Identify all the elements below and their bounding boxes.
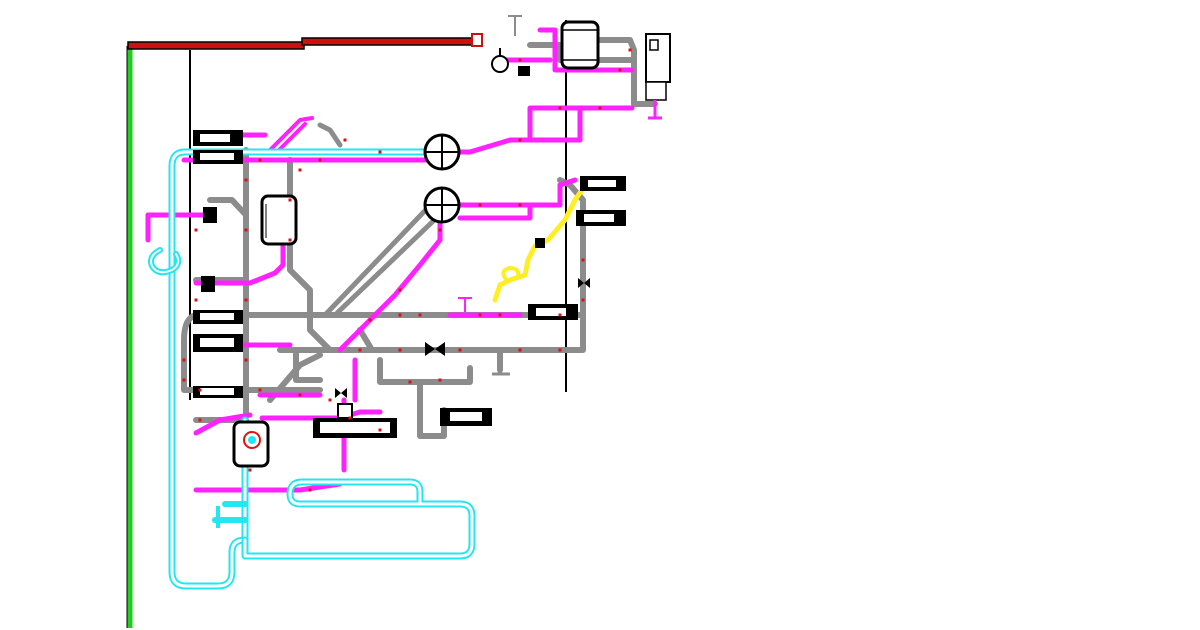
connection-marker <box>398 313 402 317</box>
cold-loop-cyan <box>148 148 476 590</box>
connection-marker <box>328 398 332 402</box>
connection-marker <box>438 378 442 382</box>
boundary-lines <box>126 20 567 628</box>
connection-marker <box>358 348 362 352</box>
connection-marker <box>458 348 462 352</box>
connection-marker <box>581 258 585 262</box>
connection-marker <box>288 198 292 202</box>
connection-marker <box>558 313 562 317</box>
main-header-line <box>127 33 483 50</box>
connection-marker <box>518 138 522 142</box>
connection-marker <box>258 158 262 162</box>
tag-box-icon <box>313 418 397 438</box>
equipment <box>201 15 671 528</box>
tag-box-icon <box>528 304 578 320</box>
header-end-cap <box>471 33 483 47</box>
connection-marker <box>598 106 602 110</box>
connection-marker <box>244 298 248 302</box>
service-lines-gray <box>181 37 658 439</box>
connection-marker <box>298 393 302 397</box>
tag-box-icon <box>193 334 243 352</box>
pump-icon <box>423 186 461 224</box>
filter-icon <box>203 207 217 223</box>
connection-marker <box>318 158 322 162</box>
connection-marker <box>498 313 502 317</box>
connection-marker <box>558 348 562 352</box>
tank-icon <box>645 33 671 120</box>
connection-marker <box>518 58 522 62</box>
connection-marker <box>308 488 312 492</box>
valve-icon <box>216 278 590 528</box>
connection-marker <box>182 378 186 382</box>
connection-marker <box>518 203 522 207</box>
connection-marker <box>248 468 252 472</box>
tag-box-icon <box>440 408 492 426</box>
pump-icon <box>232 420 270 468</box>
tag-box-icon <box>193 386 243 398</box>
valve-icon <box>491 15 530 76</box>
filter-icon <box>201 276 215 292</box>
connection-marker <box>618 68 622 72</box>
vessel-icon <box>560 20 600 70</box>
connection-marker <box>368 318 372 322</box>
connection-marker <box>478 313 482 317</box>
connection-marker <box>288 238 292 242</box>
connection-marker <box>244 358 248 362</box>
vessel-icon <box>260 194 298 246</box>
connection-marker <box>398 348 402 352</box>
connection-marker <box>408 380 412 384</box>
connection-marker <box>194 228 198 232</box>
connection-marker <box>628 48 632 52</box>
tag-box-icon <box>576 210 626 226</box>
connection-marker <box>438 228 442 232</box>
connection-marker <box>244 178 248 182</box>
connection-marker <box>298 168 302 172</box>
connection-marker <box>518 348 522 352</box>
tag-boxes <box>193 130 626 438</box>
connection-marker <box>198 418 202 422</box>
connection-marker <box>343 138 347 142</box>
connection-marker <box>478 203 482 207</box>
connection-marker <box>194 298 198 302</box>
connection-marker <box>378 428 382 432</box>
tag-box-icon <box>193 150 243 164</box>
signal-line-yellow <box>492 187 585 303</box>
connection-marker <box>418 313 422 317</box>
tag-box-icon <box>580 176 626 191</box>
connection-marker <box>558 106 562 110</box>
connection-marker <box>581 298 585 302</box>
connection-marker <box>182 358 186 362</box>
connection-marker <box>244 228 248 232</box>
connection-marker <box>348 416 352 420</box>
connection-marker <box>378 150 382 154</box>
filter-icon <box>535 238 545 248</box>
connection-marker <box>398 288 402 292</box>
vessel-icon <box>337 403 353 419</box>
connection-marker <box>258 388 262 392</box>
tag-box-icon <box>193 310 243 324</box>
connection-markers <box>182 48 632 492</box>
connection-marker <box>198 388 202 392</box>
pump-icon <box>423 133 461 171</box>
process-lines-magenta <box>145 27 635 493</box>
tag-box-icon <box>193 130 243 146</box>
